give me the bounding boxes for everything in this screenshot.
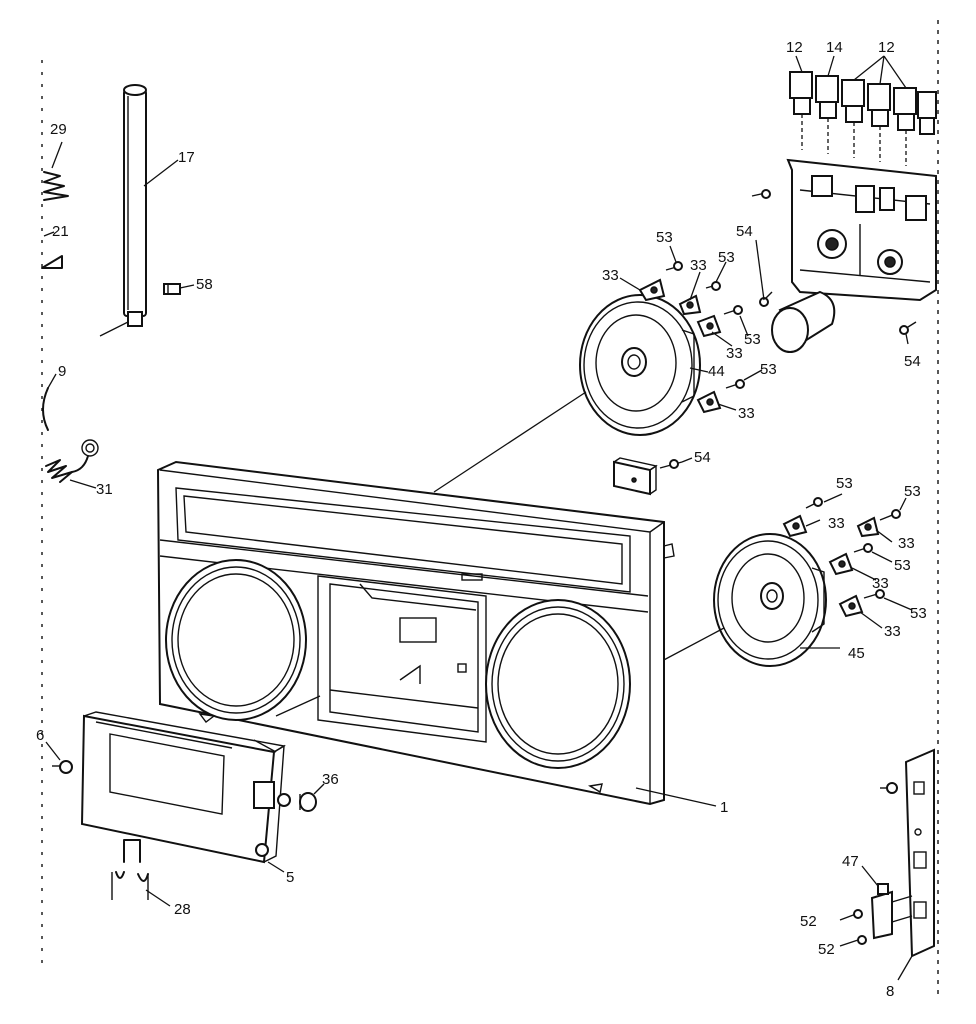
callout-14: 14: [826, 39, 843, 56]
front-housing: [156, 460, 717, 807]
screw-6: [45, 741, 73, 774]
callout-36: 36: [322, 771, 339, 788]
callout-53-e: 53: [836, 475, 853, 492]
bracket-54: [613, 457, 693, 496]
callout-53-h: 53: [910, 605, 927, 622]
callout-21: 21: [52, 223, 69, 240]
callout-33-d: 33: [738, 405, 755, 422]
callout-53-b: 53: [718, 249, 735, 266]
speaker-44: [579, 294, 701, 436]
callout-54-a: 54: [736, 223, 753, 240]
callout-8: 8: [886, 983, 894, 1000]
callout-52-a: 52: [800, 913, 817, 930]
cassette-door: [80, 695, 321, 873]
spring-part: [43, 141, 69, 201]
callout-28: 28: [174, 901, 191, 918]
switch-assembly: [751, 55, 937, 353]
callout-33-b: 33: [690, 257, 707, 274]
callout-12-left: 12: [786, 39, 803, 56]
callout-45: 45: [848, 645, 865, 662]
callout-33-e: 33: [828, 515, 845, 532]
callout-53-g: 53: [894, 557, 911, 574]
callout-33-c: 33: [726, 345, 743, 362]
bushing-36: [299, 783, 325, 812]
callout-54-b: 54: [904, 353, 921, 370]
callout-5: 5: [286, 869, 294, 886]
side-bracket-8: [839, 748, 935, 981]
callout-54-c: 54: [694, 449, 711, 466]
callout-9: 9: [58, 363, 66, 380]
callout-53-f: 53: [904, 483, 921, 500]
callout-12-right: 12: [878, 39, 895, 56]
antenna-part: [99, 84, 179, 337]
screw-part: [163, 283, 195, 295]
callout-33-h: 33: [884, 623, 901, 640]
callout-labels: 29 17 21 58 9 31 12 14 12 53 33 33 53 54…: [36, 39, 927, 1000]
callout-17: 17: [178, 149, 195, 166]
callout-53-c: 53: [744, 331, 761, 348]
callout-33-f: 33: [898, 535, 915, 552]
callout-47: 47: [842, 853, 859, 870]
speaker-45: [713, 533, 840, 667]
callout-1: 1: [720, 799, 728, 816]
callout-31: 31: [96, 481, 113, 498]
callout-44: 44: [708, 363, 725, 380]
bracket-set-lower: [782, 493, 913, 629]
callout-33-a: 33: [602, 267, 619, 284]
callout-53-a: 53: [656, 229, 673, 246]
callout-58: 58: [196, 276, 213, 293]
callout-29: 29: [50, 121, 67, 138]
coil-spring-part: [45, 439, 99, 489]
bracket-set-upper: [619, 245, 763, 414]
callout-53-d: 53: [760, 361, 777, 378]
callout-52-b: 52: [818, 941, 835, 958]
spring-28: [111, 839, 171, 907]
callout-33-g: 33: [872, 575, 889, 592]
callout-6: 6: [36, 727, 44, 744]
